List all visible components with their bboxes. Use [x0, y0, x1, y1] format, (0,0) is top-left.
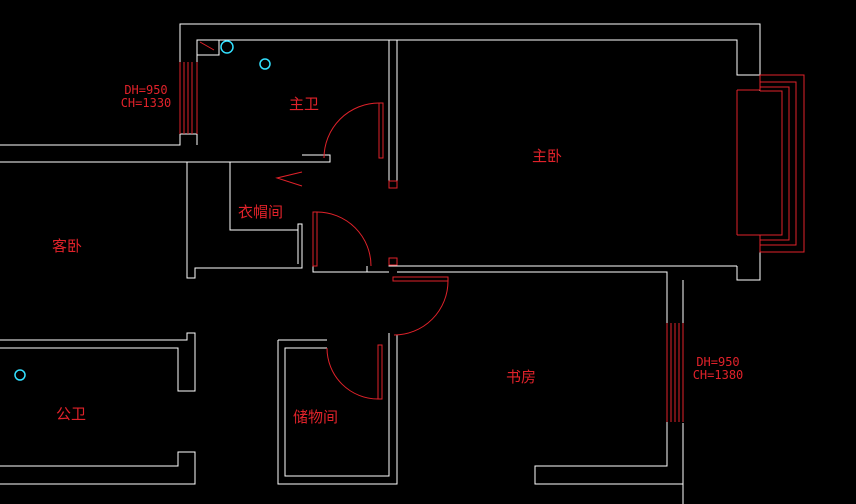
- walls: [0, 23, 761, 504]
- door-study: [392, 276, 449, 336]
- window-left-annotation: DH=950 CH=1330: [114, 84, 178, 110]
- door-master-bath: [323, 102, 384, 159]
- room-label-cloakroom: 衣帽间: [238, 203, 284, 221]
- room-label-master-bedroom: 主卧: [532, 147, 563, 165]
- room-label-public-bath: 公卫: [56, 405, 87, 423]
- cloakroom-hanger-mark: [275, 171, 303, 187]
- door-storage: [326, 344, 383, 400]
- window-left: [179, 62, 198, 134]
- room-label-master-bath: 主卫: [289, 95, 320, 113]
- window-right-ch: CH=1380: [692, 368, 744, 382]
- window-right-bay: [736, 74, 805, 253]
- room-label-storage: 储物间: [293, 408, 339, 426]
- fixtures: [14, 39, 271, 381]
- room-label-study: 书房: [506, 368, 537, 386]
- window-right: [666, 323, 684, 422]
- room-label-guest-bedroom: 客卧: [52, 237, 83, 255]
- window-right-dh: DH=950: [696, 355, 740, 369]
- window-right-annotation: DH=950 CH=1380: [686, 356, 750, 382]
- window-left-dh: DH=950: [124, 83, 168, 97]
- window-left-ch: CH=1330: [120, 96, 172, 110]
- door-jambs: [388, 180, 398, 266]
- door-cloakroom: [312, 211, 372, 267]
